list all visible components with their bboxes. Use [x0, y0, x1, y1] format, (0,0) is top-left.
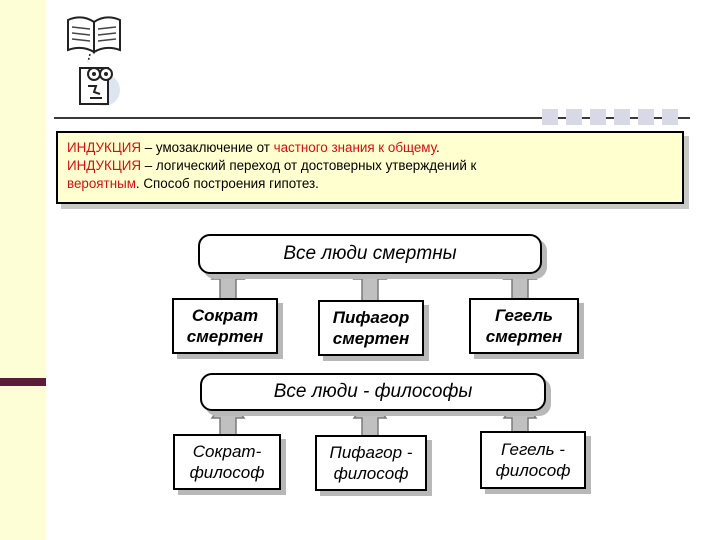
premise-hegel-mortal: Гегель смертен	[469, 298, 579, 354]
open-book-icon	[67, 16, 121, 54]
definition-line-1: ИНДУКЦИЯ – умозаключение от частного зна…	[67, 139, 674, 157]
left-band-accent	[0, 378, 46, 386]
definition-text: – умозаключение от	[141, 140, 274, 155]
premise-pythagoras-philosopher: Пифагор - философ	[315, 435, 427, 491]
term-induction: ИНДУКЦИЯ	[67, 158, 142, 173]
title-square	[638, 109, 654, 125]
definition-text: . Способ построения гипотез.	[135, 176, 319, 191]
left-decorative-band	[0, 0, 46, 540]
definition-line-3: вероятным. Способ построения гипотез.	[67, 175, 674, 193]
definition-line-2: ИНДУКЦИЯ – логический переход от достове…	[67, 157, 674, 175]
title-square	[542, 109, 558, 125]
title-square	[590, 109, 606, 125]
definition-text: .	[436, 140, 440, 155]
premise-socrates-mortal: Сократ смертен	[172, 298, 278, 354]
premise-socrates-philosopher: Сократ- философ	[173, 434, 281, 490]
definition-highlight: частного знания к общему	[273, 140, 437, 155]
premise-hegel-philosopher: Гегель - философ	[480, 431, 586, 489]
conclusion-all-mortal: Все люди смертны	[198, 234, 542, 274]
thinking-face-icon	[79, 67, 120, 106]
title-square	[566, 109, 582, 125]
title-square	[614, 109, 630, 125]
logo	[67, 16, 121, 106]
title-divider	[54, 117, 690, 119]
conclusion-all-philosophers: Все люди - философы	[200, 373, 546, 411]
premise-pythagoras-mortal: Пифагор смертен	[318, 300, 424, 356]
definition-text: – логический переход от достоверных утве…	[141, 158, 477, 173]
definition-highlight: вероятным	[67, 176, 136, 191]
title-square	[662, 109, 678, 125]
term-induction: ИНДУКЦИЯ	[67, 140, 142, 155]
definition-box: ИНДУКЦИЯ – умозаключение от частного зна…	[56, 131, 684, 204]
